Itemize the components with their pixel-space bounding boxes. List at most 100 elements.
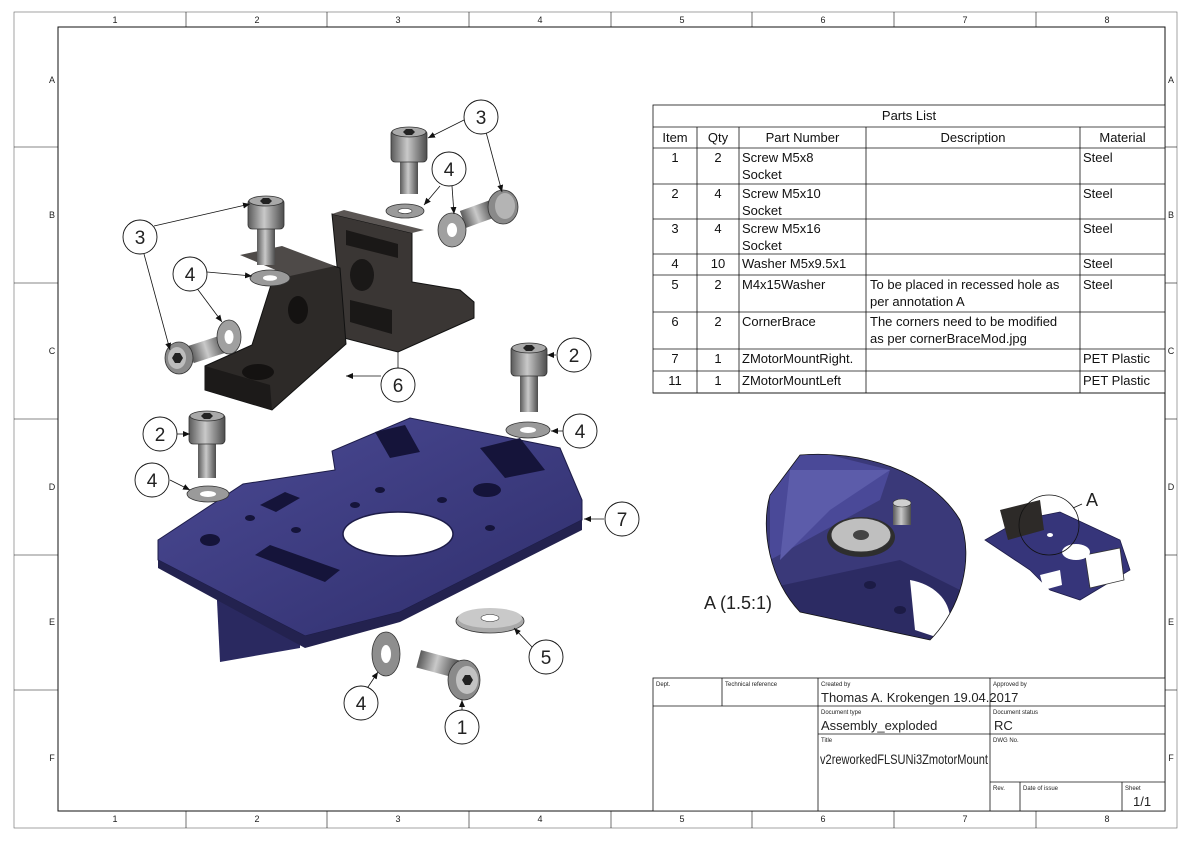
motor-mount-plate [157,417,583,662]
balloon-label: 3 [476,108,487,129]
row-zone-label: F [49,753,55,763]
dept-label: Dept. [656,682,671,688]
item-balloon: 4 [172,256,208,292]
screw-right-plate [510,342,548,412]
material: Steel [1083,221,1113,236]
title-block-text: Dept. Technical reference Created by Tho… [656,682,1151,809]
sheet-number: 1/1 [1133,794,1151,809]
part-number: Washer M5x9.5x1 [742,256,846,271]
item-balloon: 6 [380,367,416,403]
balloon-label: 4 [147,471,158,492]
part-number: ZMotorMountRight. [742,351,853,366]
detail-reference-view: A [984,490,1131,601]
column-zone-label: 2 [254,814,259,824]
item-balloon: 3 [122,219,158,255]
parts-list-header: Material [1099,130,1145,145]
item-number: 3 [671,221,678,236]
item-number: 7 [671,351,678,366]
material: Steel [1083,256,1113,271]
row-zone-label: B [49,210,55,220]
quantity: 1 [714,351,721,366]
part-number: Socket [742,238,782,253]
parts-list-header: Qty [708,130,729,145]
description: To be placed in recessed hole as [870,277,1060,292]
column-zone-label: 1 [112,15,117,25]
column-zone-label: 6 [820,15,825,25]
leader-lines [143,119,604,710]
quantity: 2 [714,277,721,292]
screw-left-top [247,195,285,265]
quantity: 1 [714,373,721,388]
description: The corners need to be modified [870,314,1057,329]
column-zone-label: 8 [1104,814,1109,824]
screw-top [390,126,428,194]
part-number: Screw M5x8 [742,150,814,165]
balloon-label: 7 [617,510,628,531]
part-number: Screw M5x16 [742,221,821,236]
row-zone-label: C [1168,346,1175,356]
description: per annotation A [870,294,965,309]
washer-right-plate [505,421,551,439]
balloon-label: 5 [541,648,552,669]
row-zone-label: D [1168,482,1175,492]
title-block [652,677,1166,812]
washer-left-side [216,319,242,355]
part-number: Screw M5x10 [742,186,821,201]
item-number: 6 [671,314,678,329]
screw-right-side [459,189,519,228]
created-by: Thomas A. Krokengen 19.04.2017 [821,690,1018,705]
washer-left-plate [186,485,230,503]
part-number: M4x15Washer [742,277,826,292]
balloon-label: 4 [575,422,586,443]
balloon-label: 1 [457,718,468,739]
material: PET Plastic [1083,373,1150,388]
item-balloon: 5 [528,639,564,675]
item-balloon: 3 [463,99,499,135]
washer-right-side [437,212,467,248]
column-ticks: 1 1 2 2 3 3 4 4 5 5 6 6 7 7 8 8 [112,12,1110,828]
item-balloon: 1 [444,709,480,745]
row-zone-label: B [1168,210,1174,220]
doc-type-label: Document type [821,710,862,716]
column-zone-label: 8 [1104,15,1109,25]
column-zone-label: 5 [679,814,684,824]
quantity: 4 [714,186,721,201]
row-zone-label: D [49,482,56,492]
date-of-issue-label: Date of issue [1023,786,1059,792]
row-zone-label: A [1168,75,1174,85]
row-zone-label: C [49,346,56,356]
quantity: 2 [714,150,721,165]
balloon-label: 4 [185,265,196,286]
parts-list-title: Parts List [882,108,937,123]
balloon-label: 4 [444,160,455,181]
created-by-label: Created by [821,682,850,688]
approved-by-label: Approved by [993,682,1027,688]
detail-view-label: A (1.5:1) [704,593,772,613]
quantity: 2 [714,314,721,329]
column-zone-label: 1 [112,814,117,824]
item-number: 2 [671,186,678,201]
item-number: 5 [671,277,678,292]
description: as per cornerBraceMod.jpg [870,331,1027,346]
parts-list-header: Part Number [766,130,840,145]
quantity: 10 [711,256,725,271]
rev-label: Rev. [993,786,1005,792]
column-zone-label: 4 [537,814,542,824]
balloon-label: 3 [135,228,146,249]
washer-top [385,203,425,219]
item-number: 4 [671,256,678,271]
column-zone-label: 2 [254,15,259,25]
material: Steel [1083,277,1113,292]
washer-bottom [371,631,401,677]
parts-list-header: Description [940,130,1005,145]
part-number: ZMotorMountLeft [742,373,841,388]
item-balloon: 4 [343,685,379,721]
